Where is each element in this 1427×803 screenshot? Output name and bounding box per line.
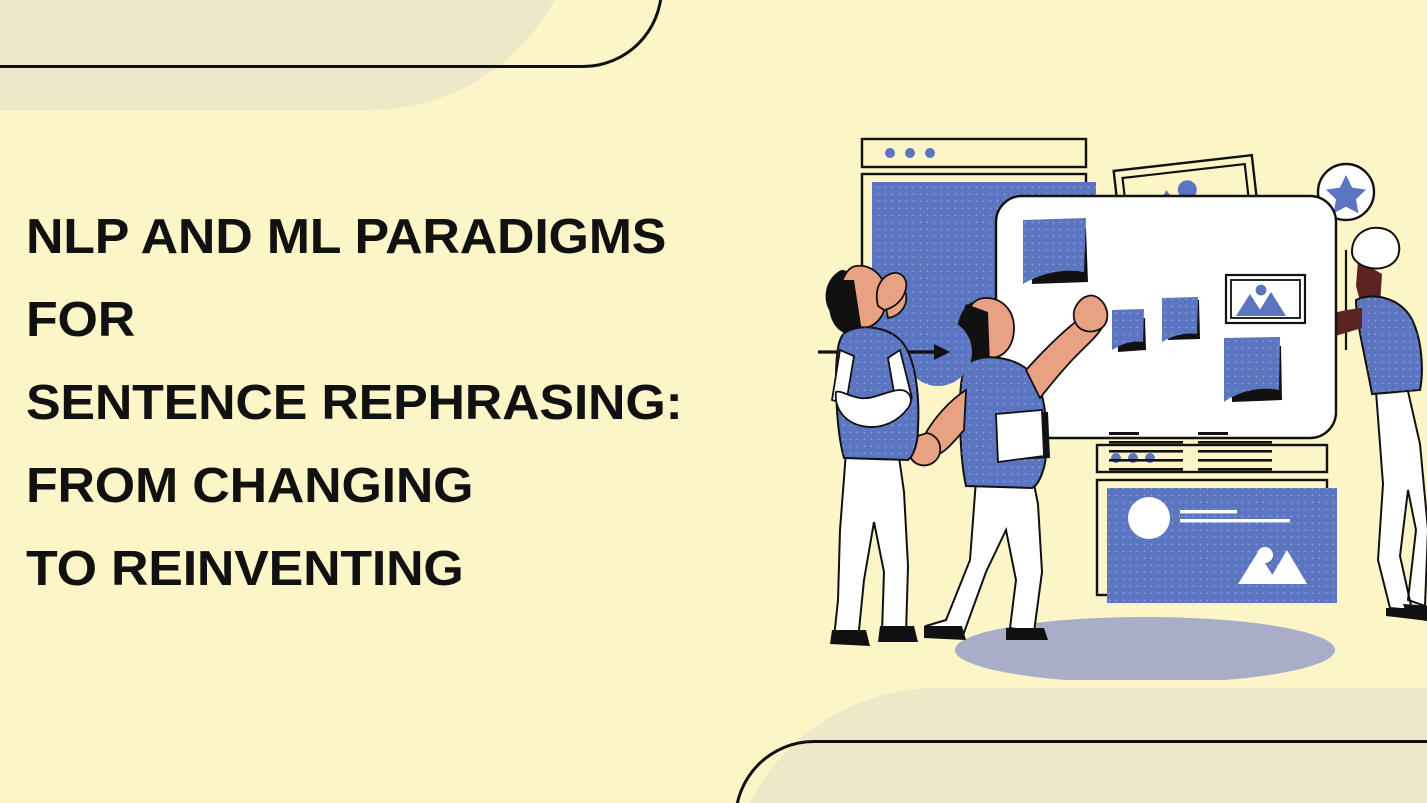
paper-sheet	[995, 409, 1050, 464]
sticky-note	[1162, 297, 1200, 342]
star-icon	[1326, 175, 1366, 214]
hero-illustration	[800, 60, 1427, 680]
sticky-note	[1224, 337, 1282, 402]
person-with-paper-center	[908, 294, 1109, 640]
window-dot	[885, 148, 895, 158]
corner-outline-top-left	[0, 0, 663, 68]
avatar	[1128, 497, 1170, 539]
text-block	[1109, 432, 1183, 471]
mountain-image-icon	[1238, 547, 1307, 584]
corner-outline-bottom-right	[734, 740, 1427, 803]
title-line-2: FOR	[26, 293, 136, 347]
title-line-4: FROM CHANGING	[26, 459, 474, 513]
floor-shadow-ellipse	[955, 617, 1335, 680]
text-block	[1198, 432, 1272, 471]
image-placeholder	[1224, 273, 1307, 325]
sticky-note	[1112, 309, 1146, 352]
person-thinking-left	[825, 264, 920, 646]
window-dot	[925, 148, 935, 158]
whiteboard	[994, 194, 1338, 471]
mountain-image-icon	[1236, 284, 1286, 316]
window-dot	[905, 148, 915, 158]
title-line-3: SENTENCE REPHRASING:	[26, 376, 683, 430]
page-title: NLP AND ML PARADIGMS FOR SENTENCE REPHRA…	[26, 196, 816, 611]
sticky-note	[1023, 218, 1088, 284]
browser-window-bottom	[1095, 443, 1337, 603]
title-line-5: TO REINVENTING	[26, 542, 464, 596]
title-line-1: NLP AND ML PARADIGMS	[26, 210, 667, 264]
